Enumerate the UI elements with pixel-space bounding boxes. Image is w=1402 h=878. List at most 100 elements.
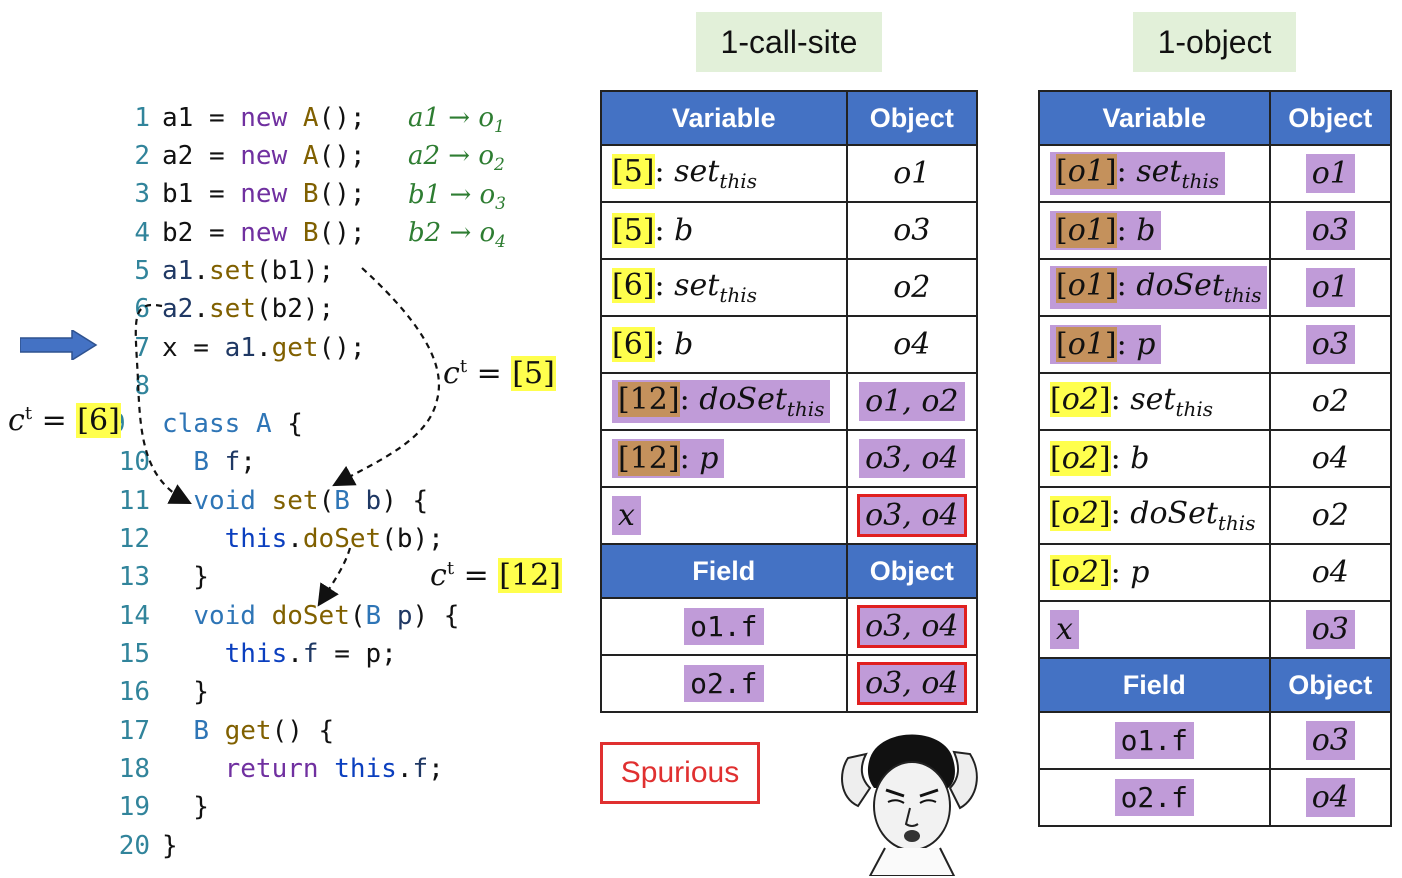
table-row: [o1]: doSetthis o1 (1038, 258, 1393, 317)
column-header-variable: Variable (600, 90, 848, 146)
line-number: 18 (118, 754, 150, 784)
pointer-comment: a1 → o1 (408, 103, 505, 138)
line-number: 5 (134, 256, 150, 286)
table-row: [o1]: b o3 (1038, 201, 1393, 260)
table-row: [o2]: p o4 (1038, 543, 1393, 602)
column-header-object: Object (1268, 657, 1393, 713)
context-label-12: ct = [12] (430, 558, 562, 593)
code-line-11: 11 void set(B b) { (100, 482, 428, 520)
table-row: x o3, o4 (600, 486, 979, 545)
variable-cell: [12]: doSetthis (600, 372, 848, 431)
code-line-13: 13 } (100, 558, 209, 596)
column-header-object: Object (845, 90, 979, 146)
variable-cell: [5]: b (600, 201, 848, 260)
object-cell: o2 (845, 258, 979, 317)
variable-cell: [6]: setthis (600, 258, 848, 317)
object-cell: o3 (1268, 600, 1393, 659)
object-cell: o3, o4 (845, 429, 979, 488)
line-number: 16 (118, 677, 150, 707)
line-number: 7 (134, 333, 150, 363)
variable-cell: x (1038, 600, 1271, 659)
object-cell: o3, o4 (845, 654, 979, 713)
variable-cell: [o2]: b (1038, 429, 1271, 488)
variable-cell: x (600, 486, 848, 545)
spurious-label: Spurious (600, 742, 760, 804)
pointer-comment: b2 → o4 (408, 218, 506, 253)
code-line-12: 12 this.doSet(b); (100, 520, 444, 558)
object-cell: o3, o4 (845, 486, 979, 545)
table-row: [o1]: p o3 (1038, 315, 1393, 374)
context-label-6: ct = [6] (8, 403, 121, 438)
column-header-variable: Variable (1038, 90, 1271, 146)
code-line-16: 16 } (100, 673, 209, 711)
line-number: 2 (134, 141, 150, 171)
variable-cell: [6]: b (600, 315, 848, 374)
table-row: [o2]: setthis o2 (1038, 372, 1393, 431)
table-row: [o1]: setthis o1 (1038, 144, 1393, 203)
code-line-14: 14 void doSet(B p) { (100, 597, 460, 635)
line-number: 19 (118, 792, 150, 822)
object-cell: o3 (1268, 201, 1393, 260)
line-number: 17 (118, 716, 150, 746)
context-label-5: ct = [5] (443, 356, 556, 391)
column-header-field: Field (600, 543, 848, 599)
table-row: [5]: b o3 (600, 201, 979, 260)
line-number: 10 (118, 447, 150, 477)
variable-cell: [5]: setthis (600, 144, 848, 203)
pointer-comment: b1 → o3 (408, 180, 506, 215)
column-header-object: Object (1268, 90, 1393, 146)
line-number: 4 (134, 218, 150, 248)
pointer-comment: a2 → o2 (408, 141, 505, 176)
code-line-10: 10 B f; (100, 443, 256, 481)
column-header-object: Object (845, 543, 979, 599)
object-cell: o3 (1268, 711, 1393, 770)
object-cell: o4 (1268, 543, 1393, 602)
table-row: [o2]: b o4 (1038, 429, 1393, 488)
table-row: o2.f o4 (1038, 768, 1393, 827)
code-line-18: 18 return this.f; (100, 750, 444, 788)
frustrated-face-meme (841, 734, 978, 876)
table-row: o1.f o3 (1038, 711, 1393, 770)
object-cell: o3, o4 (845, 597, 979, 656)
object-cell: o1 (1268, 258, 1393, 317)
line-number: 11 (118, 486, 150, 516)
object-cell: o3 (845, 201, 979, 260)
variable-cell: [o1]: b (1038, 201, 1271, 260)
table-row: [12]: p o3, o4 (600, 429, 979, 488)
object-cell: o1 (845, 144, 979, 203)
object-cell: o4 (845, 315, 979, 374)
object-table: Variable Object [o1]: setthis o1 [o1]: b… (1038, 90, 1393, 827)
table-row: [6]: setthis o2 (600, 258, 979, 317)
variable-cell: [o1]: doSetthis (1038, 258, 1271, 317)
code-line-17: 17 B get() { (100, 712, 335, 750)
table-row: [5]: setthis o1 (600, 144, 979, 203)
table-row: x o3 (1038, 600, 1393, 659)
code-line-19: 19 } (100, 788, 209, 826)
variable-cell: [o2]: setthis (1038, 372, 1271, 431)
line-number: 3 (134, 179, 150, 209)
code-line-9: 9class A { (100, 405, 303, 443)
table-row: o2.f o3, o4 (600, 654, 979, 713)
table-row: [o2]: doSetthis o2 (1038, 486, 1393, 545)
variable-cell: [o1]: p (1038, 315, 1271, 374)
object-cell: o2 (1268, 486, 1393, 545)
object-cell: o4 (1268, 429, 1393, 488)
call-edge-5 (332, 267, 441, 487)
code-line-15: 15 this.f = p; (100, 635, 397, 673)
object-cell: o1, o2 (845, 372, 979, 431)
call-edges-diagram (134, 267, 441, 607)
table-row: [12]: doSetthis o1, o2 (600, 372, 979, 431)
variable-cell: [12]: p (600, 429, 848, 488)
line-number: 13 (118, 562, 150, 592)
table-row: [6]: b o4 (600, 315, 979, 374)
column-header-field: Field (1038, 657, 1271, 713)
object-cell: o3 (1268, 315, 1393, 374)
call-edge-6 (134, 303, 192, 505)
line-number: 1 (134, 103, 150, 133)
